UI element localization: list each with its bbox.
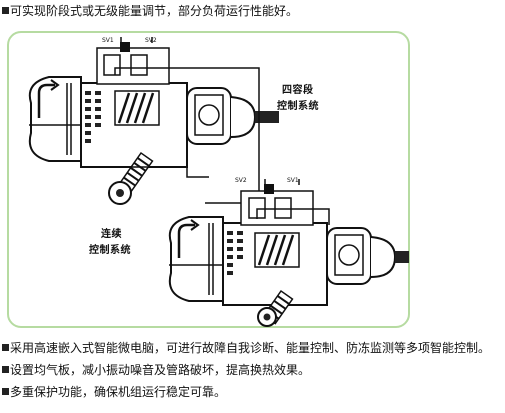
bullet-icon [2, 388, 9, 395]
compressor-four-step [28, 37, 279, 205]
top-valve-1-label: SV1 [102, 37, 114, 44]
bullet-icon [2, 366, 9, 373]
feature-line-3: 多重保护功能，确保机组运行稳定可靠。 [2, 385, 226, 399]
feature-text: 多重保护功能，确保机组运行稳定可靠。 [10, 385, 227, 399]
feature-text: 设置均气板，减小振动噪音及管路破坏，提高换热效果。 [10, 363, 311, 377]
bottom-valve-2-label: SV1 [287, 177, 299, 184]
bottom-label-line1: 连续 [101, 229, 122, 240]
bottom-label-line2: 控制系统 [89, 245, 131, 256]
bullet-icon [2, 344, 9, 351]
diagram-frame: SV1 SV2 [7, 31, 410, 328]
compressor-continuous [168, 179, 409, 327]
top-valve-2-label: SV2 [145, 37, 157, 44]
bullet-icon [2, 7, 9, 14]
bottom-valve-1-label: SV2 [235, 177, 247, 184]
compressor-diagram: SV1 SV2 [28, 37, 409, 327]
feature-text: 采用高速嵌入式智能微电脑，可进行故障自我诊断、能量控制、防冻监测等多项智能控制。 [10, 341, 491, 355]
feature-line-2: 设置均气板，减小振动噪音及管路破坏，提高换热效果。 [2, 363, 310, 377]
intro-text: 可实现阶段式或无级能量调节，部分负荷运行性能好。 [10, 4, 299, 18]
top-label-line1: 四容段 [282, 85, 314, 96]
top-label-line2: 控制系统 [277, 101, 319, 112]
intro-line: 可实现阶段式或无级能量调节，部分负荷运行性能好。 [2, 4, 298, 18]
feature-line-1: 采用高速嵌入式智能微电脑，可进行故障自我诊断、能量控制、防冻监测等多项智能控制。 [2, 341, 490, 355]
